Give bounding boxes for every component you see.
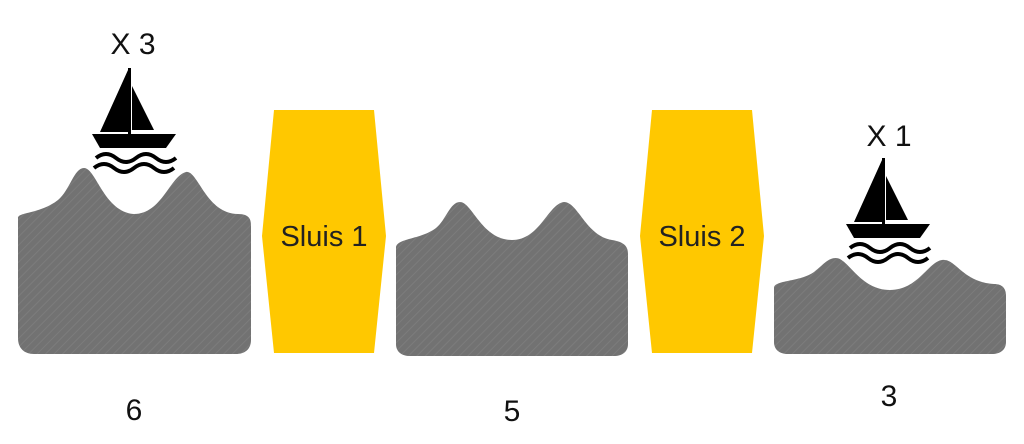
lock-1-gate — [262, 110, 386, 353]
boat-count-1: X 3 — [110, 28, 155, 61]
basin-1-water — [18, 168, 251, 354]
lock-2-gate — [640, 110, 764, 353]
basin-3-water — [774, 258, 1006, 354]
boat-count-2: X 1 — [866, 120, 911, 153]
basin-2-water — [396, 202, 628, 356]
lock-1-label: Sluis 1 — [280, 221, 367, 253]
basin-1-level: 6 — [126, 394, 143, 427]
sailboat-icon — [844, 156, 932, 264]
sailboat-icon — [90, 66, 178, 174]
basin-3-level: 3 — [881, 380, 898, 413]
basin-2-level: 5 — [504, 395, 521, 428]
lock-2-label: Sluis 2 — [658, 221, 745, 253]
